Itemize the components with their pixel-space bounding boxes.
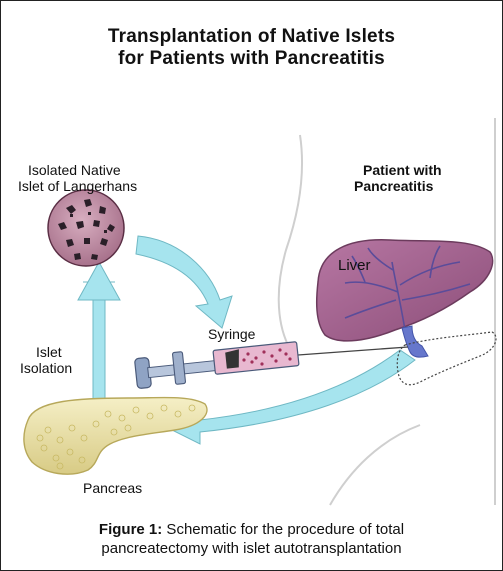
label-islet-isolation-2: Isolation	[20, 360, 72, 376]
islet-of-langerhans	[48, 190, 124, 266]
label-pancreas: Pancreas	[83, 480, 142, 496]
label-isolated-native-2: Islet of Langerhans	[18, 178, 137, 194]
label-patient-1: Patient with	[363, 162, 442, 178]
portal-vein	[402, 326, 428, 357]
caption-line-1: Figure 1: Schematic for the procedure of…	[0, 520, 503, 539]
title-line-1: Transplantation of Native Islets	[0, 26, 503, 48]
label-liver: Liver	[338, 258, 371, 274]
catheter-line	[298, 347, 408, 355]
liver	[317, 240, 493, 341]
label-syringe: Syringe	[208, 326, 255, 342]
syringe	[134, 342, 299, 389]
arrow-islet-to-syringe	[136, 236, 232, 328]
label-patient-2: Pancreatitis	[354, 178, 433, 194]
label-islet-isolation-1: Islet	[36, 344, 62, 360]
title-line-2: for Patients with Pancreatitis	[0, 48, 503, 70]
label-isolated-native-1: Isolated Native	[28, 162, 121, 178]
caption-figure-label: Figure 1:	[99, 521, 162, 538]
arrow-pancreas-to-islet	[78, 262, 120, 405]
caption-line-2: pancreatectomy with islet autotransplant…	[0, 539, 503, 558]
pancreas	[24, 398, 207, 475]
caption-line-1-text: Schematic for the procedure of total	[162, 521, 404, 538]
